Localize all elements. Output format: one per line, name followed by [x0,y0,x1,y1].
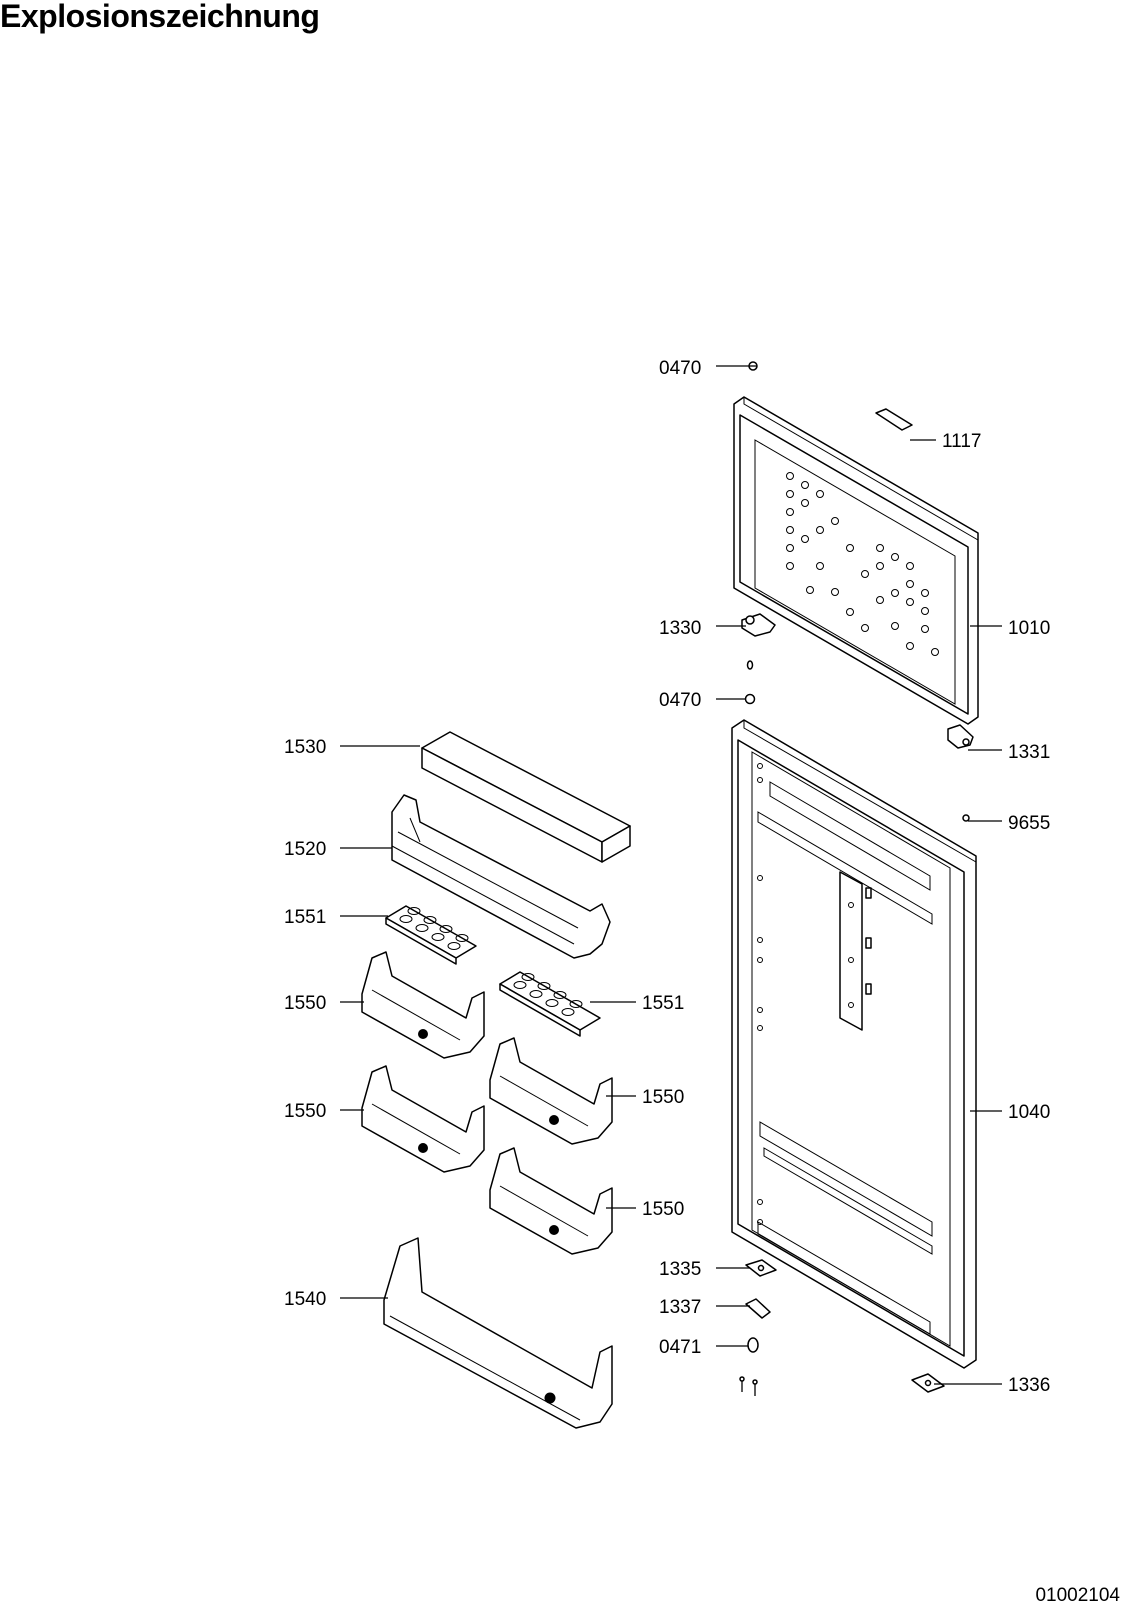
cap-9655 [962,814,970,822]
hinge-1331 [947,724,974,749]
callout-1330: 1330 [659,618,701,639]
top-shelf-1520 [391,794,611,959]
callout-1550-a: 1550 [284,993,326,1014]
door-bin-1550-a [361,951,485,1059]
document-number: 01002104 [1035,1585,1120,1606]
bottle-shelf-1540 [383,1237,613,1429]
hinge-1330 [741,613,776,637]
door-bin-1550-d [489,1147,613,1255]
dairy-cover-1530 [421,731,631,863]
screws-pair [739,1376,758,1396]
callout-1551-left: 1551 [284,907,326,928]
fridge-door-1040 [731,719,977,1369]
callout-1550-c: 1550 [642,1087,684,1108]
callout-1520: 1520 [284,839,326,860]
callout-1550-d: 1550 [642,1199,684,1220]
leader-lines [340,365,1002,1385]
callout-1331: 1331 [1008,742,1050,763]
label-strip-1117 [875,408,913,431]
callout-0470-top: 0470 [659,358,701,379]
screw-0470-top [748,361,758,371]
callout-1337: 1337 [659,1297,701,1318]
hinge-plate-1335 [745,1259,777,1277]
callout-1530: 1530 [284,737,326,758]
callout-labels: 0470 1117 1330 1010 0470 1331 1530 9655 … [284,358,1050,1396]
page-title: Explosionszeichnung [0,0,320,34]
callout-1551-right: 1551 [642,993,684,1014]
callout-1336: 1336 [1008,1375,1050,1396]
door-bin-1550-b [489,1037,613,1145]
callout-9655: 9655 [1008,813,1050,834]
freezer-door-1010 [733,396,979,725]
callout-0470-mid: 0470 [659,690,701,711]
callout-1040: 1040 [1008,1102,1050,1123]
bracket-1337 [745,1298,771,1319]
callout-1335: 1335 [659,1259,701,1280]
egg-tray-1551-left [385,905,477,965]
pin-small [746,660,754,670]
door-bin-1550-c [361,1065,485,1173]
hinge-plate-1336 [911,1373,945,1393]
callout-0471: 0471 [659,1337,701,1358]
egg-tray-1551-right [499,971,601,1037]
callout-1540: 1540 [284,1289,326,1310]
callout-1117: 1117 [942,431,981,452]
screw-0470-mid [744,693,756,705]
callout-1010: 1010 [1008,618,1050,639]
callout-1550-b: 1550 [284,1101,326,1122]
bushing-0471 [747,1337,759,1353]
